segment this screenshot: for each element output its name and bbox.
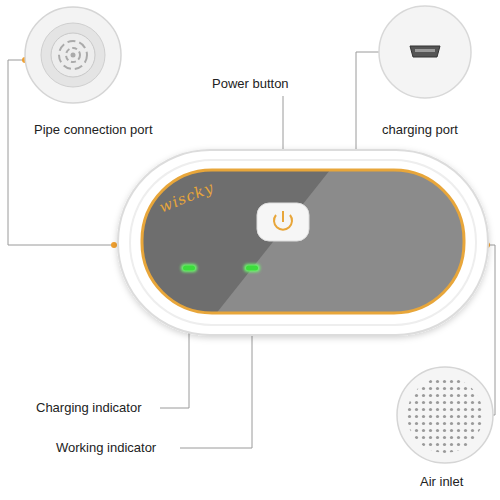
callout-label: Charging indicator [36,400,142,416]
callout-label: Pipe connection port [34,122,153,138]
callout-label: Power button [212,76,289,92]
callout-label: Air inlet [420,474,463,490]
callout-label: charging port [382,122,458,138]
indicator-leds [181,264,260,272]
device-body [118,150,488,335]
charging-port-detail [379,6,471,98]
pipe-port-detail [25,7,121,103]
air-inlet-detail [397,367,493,463]
power-button-symbol [257,203,309,241]
callout-label: Working indicator [56,440,156,456]
